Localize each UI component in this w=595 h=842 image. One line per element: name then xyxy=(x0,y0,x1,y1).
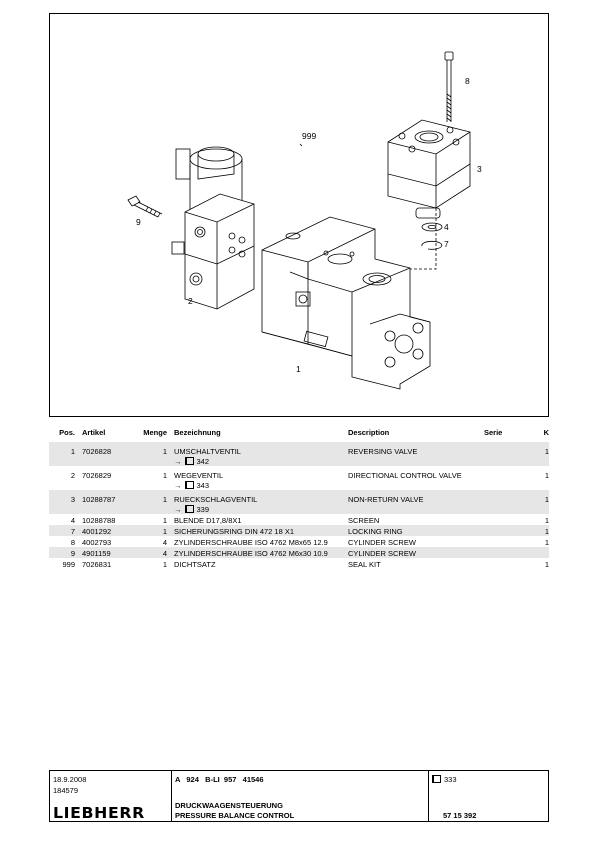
table-row: 999 7026831 1 DICHTSATZ SEAL KIT 1 xyxy=(49,558,549,569)
screw-8-shape xyxy=(444,51,454,122)
table-row: 3 10288787 1 RUECKSCHLAGVENTIL →339 NON-… xyxy=(49,490,549,514)
table-row: 2 7026829 1 WEGEVENTIL →343 DIRECTIONAL … xyxy=(49,466,549,490)
callout-2: 2 xyxy=(188,296,193,306)
row-page-ref[interactable]: →339 xyxy=(174,505,210,514)
header-article: Artikel xyxy=(82,428,106,437)
row-k: 1 xyxy=(544,560,549,569)
row-desc: ZYLINDERSCHRAUBE ISO 4762 M6x30 10.9 xyxy=(174,549,328,558)
title-en: PRESSURE BALANCE CONTROL xyxy=(175,811,295,820)
header-qty: Menge xyxy=(143,428,167,437)
page-book-icon xyxy=(184,481,194,489)
row-article: 10288788 xyxy=(82,516,116,525)
row-desc: RUECKSCHLAGVENTIL xyxy=(174,495,258,504)
callout-7: 7 xyxy=(444,239,449,249)
part-number: 57 15 392 xyxy=(443,811,477,820)
row-desc-en: CYLINDER SCREW xyxy=(348,538,416,547)
row-k: 1 xyxy=(544,495,549,504)
row-desc: DICHTSATZ xyxy=(174,560,216,569)
row-desc-en: SCREEN xyxy=(348,516,380,525)
page-book-icon xyxy=(184,505,194,513)
row-article: 7026828 xyxy=(82,447,112,456)
row-pos: 3 xyxy=(70,495,75,504)
callout-999: 999 xyxy=(302,131,317,141)
row-page-ref[interactable]: →342 xyxy=(174,457,210,466)
row-pos: 999 xyxy=(62,560,75,569)
row-desc-en: CYLINDER SCREW xyxy=(348,549,416,558)
row-k: 1 xyxy=(544,516,549,525)
row-k: 1 xyxy=(544,471,549,480)
screw-9-shape xyxy=(127,195,163,218)
directional-valve-2-shape xyxy=(171,146,255,310)
header-k: K xyxy=(543,428,549,437)
date: 18.9.2008 xyxy=(53,775,87,784)
row-desc-en: NON-RETURN VALVE xyxy=(348,495,424,504)
callout-3: 3 xyxy=(477,164,482,174)
table-row: 1 7026828 1 UMSCHALTVENTIL →342 REVERSIN… xyxy=(49,442,549,466)
reversing-valve-1-shape xyxy=(261,216,431,390)
callout-8: 8 xyxy=(465,76,470,86)
row-pos: 2 xyxy=(70,471,75,480)
row-article: 7026831 xyxy=(82,560,112,569)
row-page-ref[interactable]: →343 xyxy=(174,481,210,490)
row-qty: 1 xyxy=(162,447,167,456)
row-article: 7026829 xyxy=(82,471,112,480)
row-article: 4001292 xyxy=(82,527,112,536)
row-desc-en: DIRECTIONAL CONTROL VALVE xyxy=(348,471,462,480)
table-row: 4 10288788 1 BLENDE D17,8/8X1 SCREEN 1 xyxy=(49,514,549,525)
row-desc-en: LOCKING RING xyxy=(348,527,403,536)
row-desc: SICHERUNGSRING DIN 472 18 X1 xyxy=(174,527,295,536)
row-pos: 8 xyxy=(70,538,75,547)
row-article: 4002793 xyxy=(82,538,112,547)
row-qty: 1 xyxy=(162,527,167,536)
table-row: 7 4001292 1 SICHERUNGSRING DIN 472 18 X1… xyxy=(49,525,549,536)
row-article: 10288787 xyxy=(82,495,116,504)
page-book-icon xyxy=(184,457,194,465)
exploded-view-drawing: 8 999 3 9 4 7 2 1 xyxy=(49,13,549,417)
page-ref[interactable]: 333 xyxy=(432,775,457,784)
row-qty: 1 xyxy=(162,495,167,504)
row-k: 1 xyxy=(544,538,549,547)
parts-table-header: Pos. Artikel Menge Bezeichnung Descripti… xyxy=(49,428,549,439)
callout-9: 9 xyxy=(136,217,141,227)
row-desc-en: REVERSING VALVE xyxy=(348,447,418,456)
header-desc-en: Description xyxy=(348,428,390,437)
row-qty: 4 xyxy=(162,549,167,558)
row-qty: 1 xyxy=(162,516,167,525)
row-qty: 1 xyxy=(162,471,167,480)
row-pos: 7 xyxy=(70,527,75,536)
page-book-icon xyxy=(432,775,441,783)
model-line: A 924 B-LI 957 41546 xyxy=(175,775,264,784)
row-pos: 9 xyxy=(70,549,75,558)
header-pos: Pos. xyxy=(59,428,75,437)
row-desc: WEGEVENTIL xyxy=(174,471,224,480)
row-k: 1 xyxy=(544,447,549,456)
row-qty: 1 xyxy=(162,560,167,569)
header-desc: Bezeichnung xyxy=(174,428,221,437)
row-qty: 4 xyxy=(162,538,167,547)
header-series: Serie xyxy=(484,428,503,437)
exploded-view-graphic xyxy=(127,51,471,390)
liebherr-logo: LIEBHERR xyxy=(53,804,145,822)
row-desc: ZYLINDERSCHRAUBE ISO 4762 M8x65 12.9 xyxy=(174,538,328,547)
non-return-valve-3-shape xyxy=(387,119,471,219)
parts-table: 1 7026828 1 UMSCHALTVENTIL →342 REVERSIN… xyxy=(49,442,549,569)
callout-1: 1 xyxy=(296,364,301,374)
row-desc: UMSCHALTVENTIL xyxy=(174,447,241,456)
title-de: DRUCKWAAGENSTEUERUNG xyxy=(175,801,283,810)
row-pos: 4 xyxy=(70,516,75,525)
row-desc: BLENDE D17,8/8X1 xyxy=(174,516,242,525)
row-article: 4901159 xyxy=(82,549,111,558)
callout-4: 4 xyxy=(444,222,449,232)
row-desc-en: SEAL KIT xyxy=(348,560,381,569)
table-row: 9 4901159 4 ZYLINDERSCHRAUBE ISO 4762 M6… xyxy=(49,547,549,558)
row-k: 1 xyxy=(544,527,549,536)
table-row: 8 4002793 4 ZYLINDERSCHRAUBE ISO 4762 M8… xyxy=(49,536,549,547)
row-pos: 1 xyxy=(70,447,75,456)
title-block: 18.9.2008 184579 LIEBHERR A 924 B-LI 957… xyxy=(49,770,549,822)
doc-id: 184579 xyxy=(53,786,79,795)
